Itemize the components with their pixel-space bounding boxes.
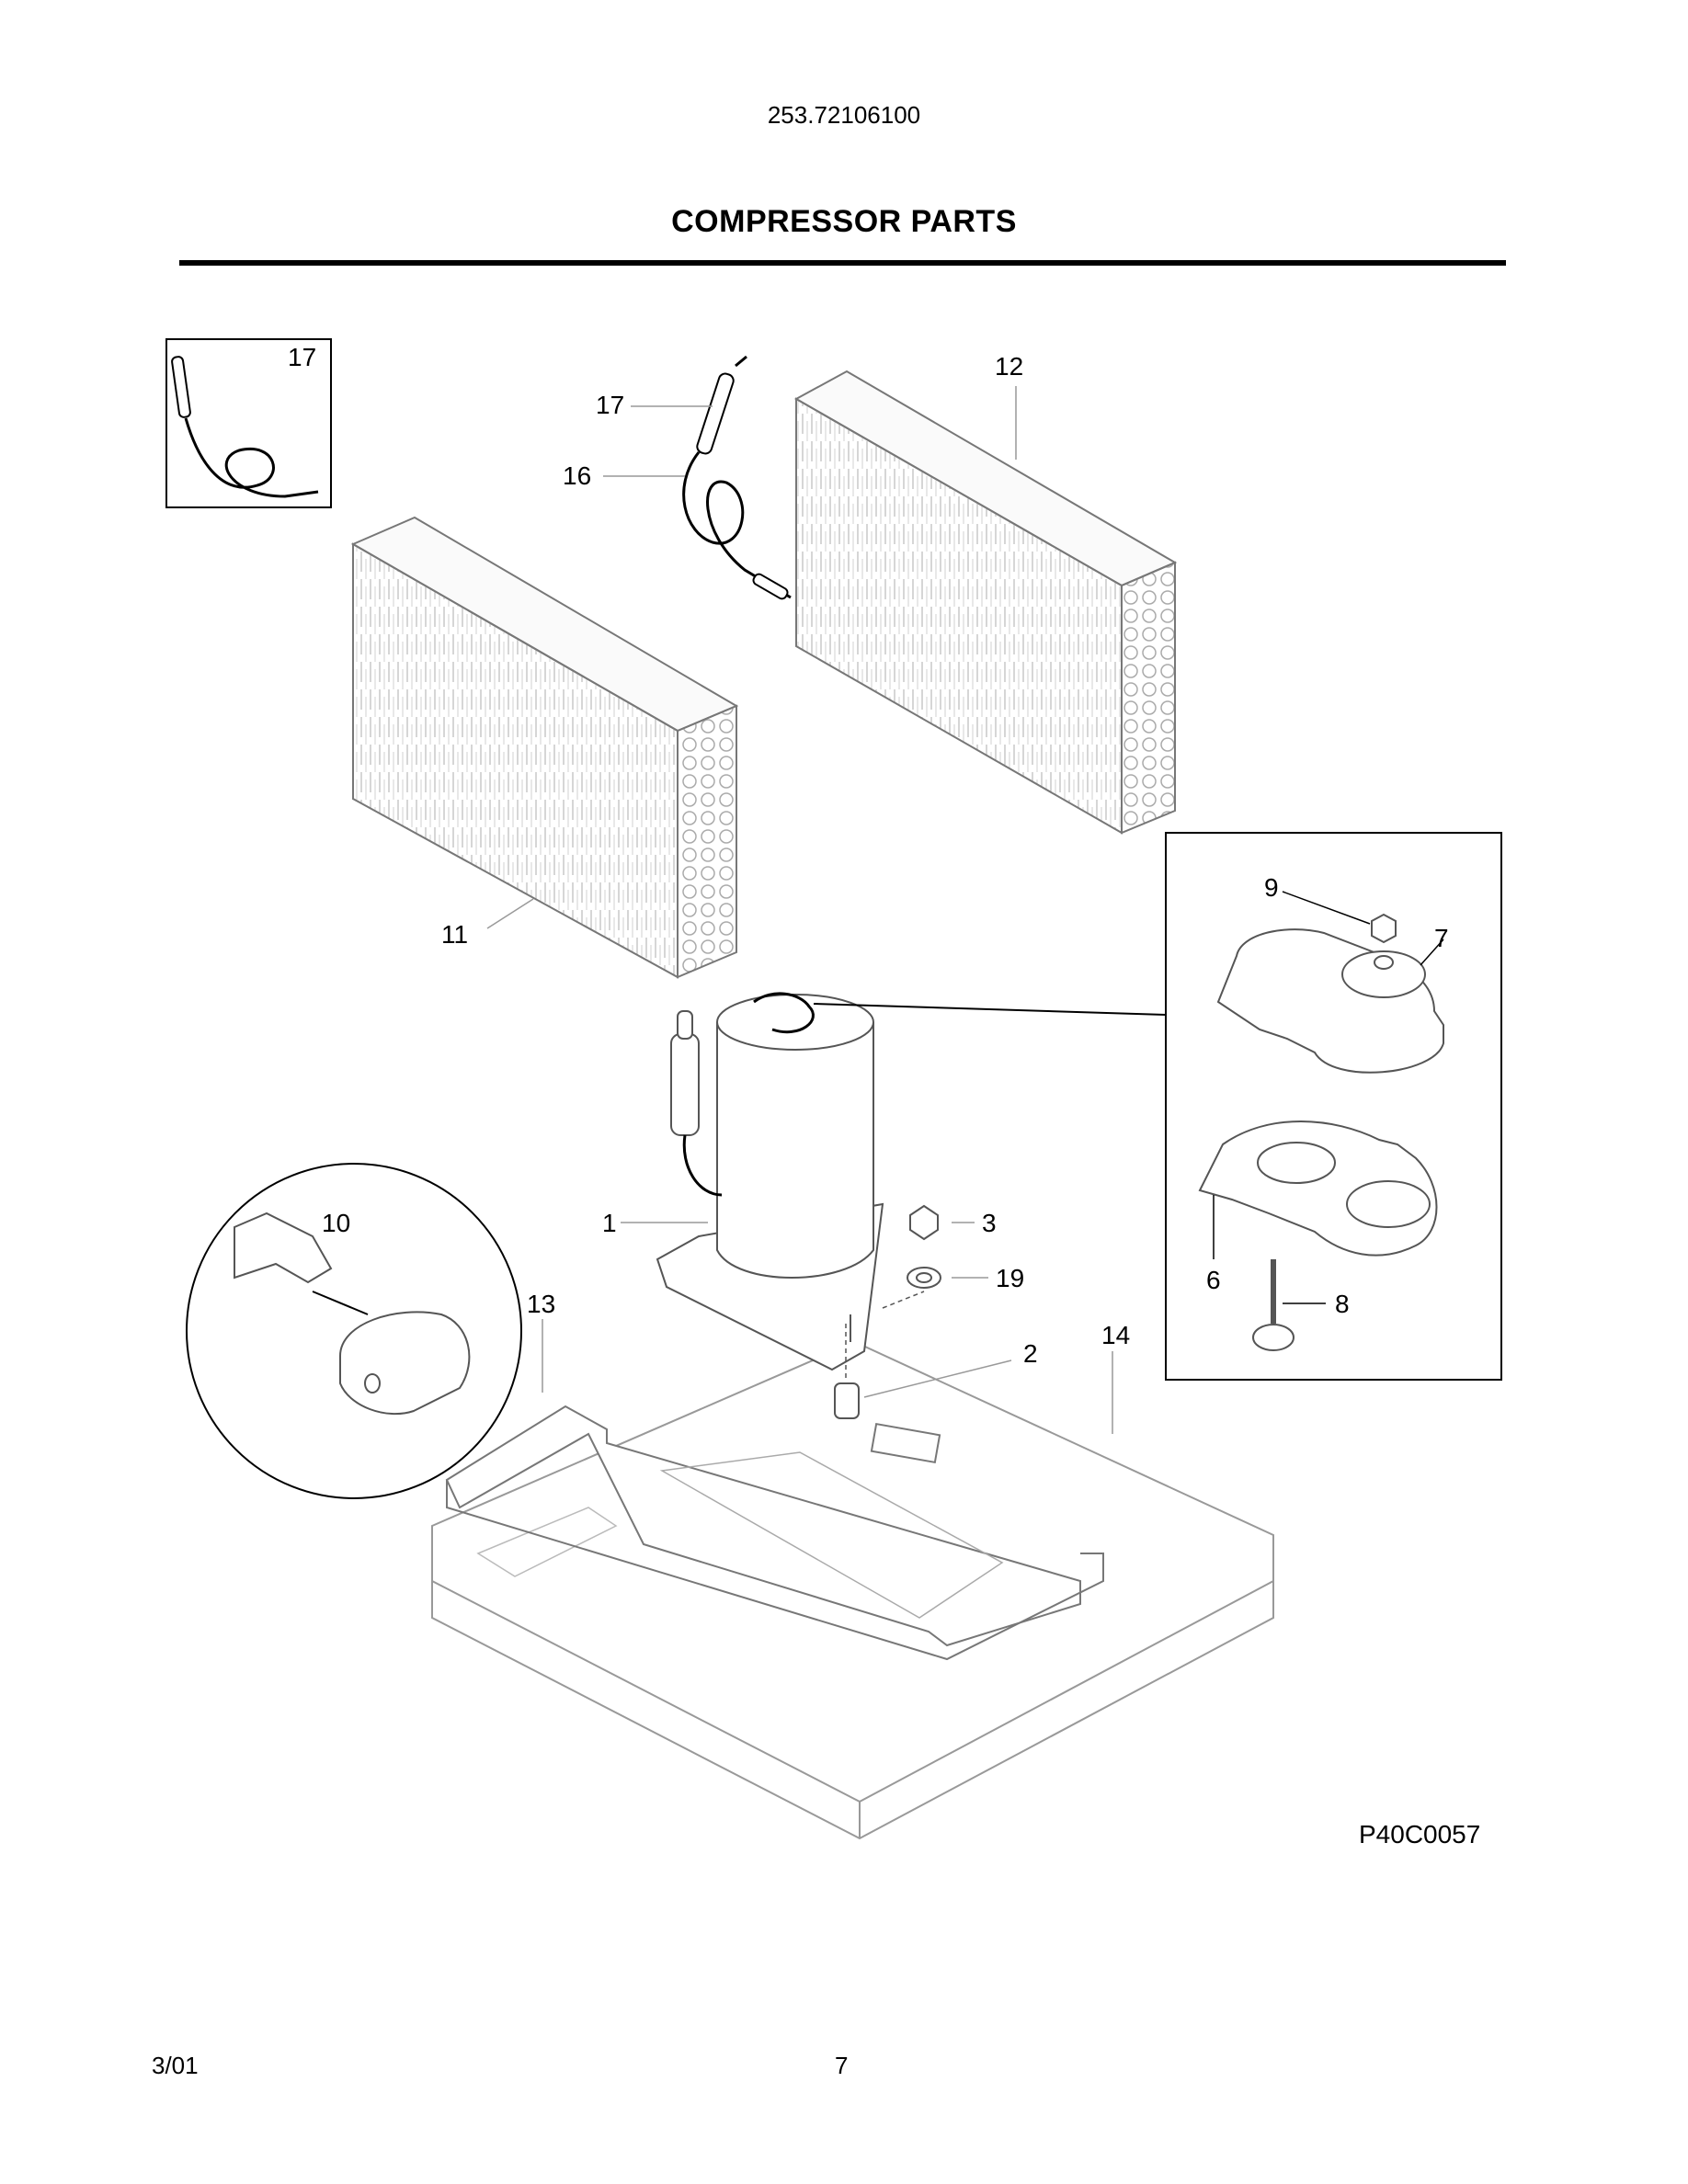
callout-8: 8 xyxy=(1335,1290,1350,1318)
callout-17: 17 xyxy=(596,391,624,419)
callout-16: 16 xyxy=(563,461,591,490)
callout-17-inset: 17 xyxy=(288,343,316,371)
mounting-hardware xyxy=(834,1204,941,1419)
thermistor-sensor xyxy=(682,355,792,600)
callout-7: 7 xyxy=(1434,924,1449,952)
callout-6: 6 xyxy=(1206,1266,1221,1294)
callout-9: 9 xyxy=(1264,873,1279,902)
callout-1: 1 xyxy=(602,1209,617,1237)
leader-lines xyxy=(486,386,1444,1434)
evaporator-coil xyxy=(350,516,739,979)
drawing-code: P40C0057 xyxy=(1359,1820,1481,1848)
callout-19: 19 xyxy=(996,1264,1024,1292)
cover-parts-inset xyxy=(813,832,1502,1381)
overload-inset xyxy=(186,1163,522,1499)
page-title: COMPRESSOR PARTS xyxy=(671,204,1017,239)
title-rule xyxy=(179,260,1506,266)
footer-date: 3/01 xyxy=(152,2052,199,2079)
condenser-coil xyxy=(793,370,1178,835)
callout-2: 2 xyxy=(1023,1339,1038,1368)
callout-10: 10 xyxy=(322,1209,350,1237)
page-number: 7 xyxy=(835,2052,849,2079)
callout-13: 13 xyxy=(527,1290,555,1318)
callout-11: 11 xyxy=(441,920,468,949)
inset-thermistor-box xyxy=(165,338,332,508)
callout-14: 14 xyxy=(1101,1321,1130,1349)
callout-3: 3 xyxy=(982,1209,997,1237)
compressor xyxy=(656,992,884,1371)
gasket-frame xyxy=(445,1405,1104,1661)
model-number: 253.72106100 xyxy=(767,101,921,129)
callout-12: 12 xyxy=(995,352,1023,381)
